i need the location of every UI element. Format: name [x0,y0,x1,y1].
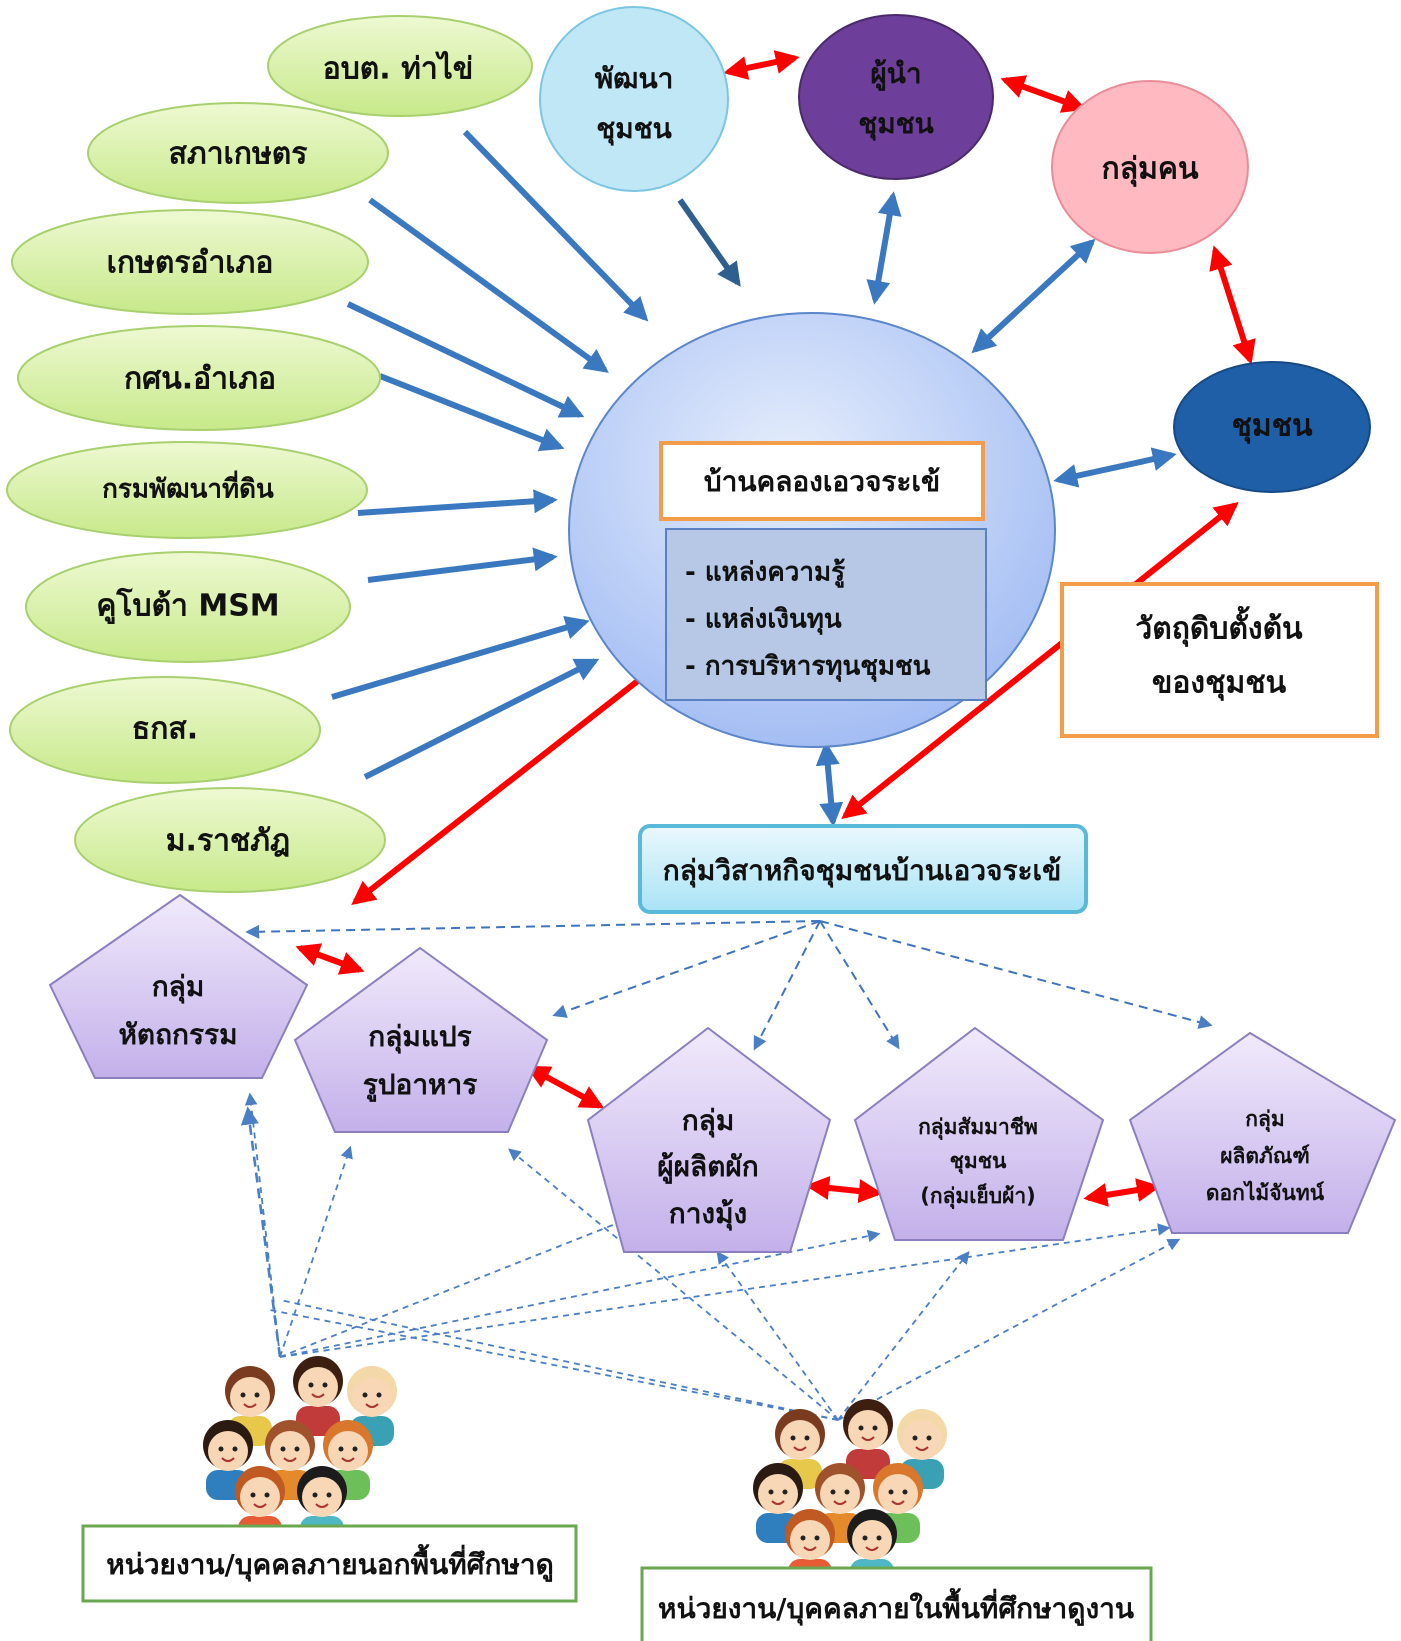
group4-label-2: ชุมชน [950,1149,1007,1175]
group2-label-2: รูปอาหาร [363,1068,478,1102]
arrow-peoplegroup-community [1209,245,1256,365]
arrow-center-handicraft [351,659,666,905]
arrow-agency-3 [346,301,585,418]
people-illustration-inside [753,1399,947,1589]
group-pentagon-5 [1128,1031,1397,1234]
development-node [539,6,729,192]
development-label-1: พัฒนา [595,62,674,95]
arrow-community-enterprise [841,502,1239,819]
group3-label-3: กางมุ้ง [669,1197,747,1231]
arrow-center-enterprise [815,741,844,827]
agency-label-1: อบต. ท่าไข่ [323,51,474,87]
group3-label-2: ผู้ผลิตผัก [657,1150,759,1184]
center-title-box [659,441,985,521]
leader-label-2: ชุมชน [858,107,934,141]
group2-label-1: กลุ่มแปร [368,1020,471,1054]
outside-visitor-box [81,1524,578,1603]
arrow-peoplegroup-center [971,238,1096,354]
center-item-2: - แหล่งเงินทุน [685,605,842,636]
raw-material-box [1060,582,1379,738]
arrow-development-leader [723,50,800,80]
arrow-agency-5 [357,489,558,516]
agency-ellipse-1 [267,15,533,117]
group1-label-2: หัตถกรรม [118,1018,237,1051]
people-group-node [1051,80,1249,254]
group5-label-2: ผลิตภัณฑ์ [1220,1144,1310,1168]
enterprise-box [638,824,1088,914]
agency-ellipses [6,15,533,893]
community-label: ชุมชน [1231,409,1312,445]
arrow-community-center [1053,447,1177,488]
arrow-agency-4 [378,373,565,452]
inside-person-3 [897,1409,947,1489]
agency-label-6: คูโบต้า MSM [96,587,279,625]
arrow-group1-group2 [295,943,365,975]
arrow-agency-2 [368,197,609,373]
group-pentagon-3 [586,1026,832,1253]
arrow-group3-group4 [805,1176,883,1203]
arrow-group2-group3 [525,1065,605,1109]
enterprise-label: กลุ่มวิสาหกิจชุมชนบ้านเอวจระเข้ [663,854,1061,888]
agency-labels: อบต. ท่าไข่ สภาเกษตร เกษตรอำเภอ กศน.อำเภ… [96,51,473,859]
outside-visitor-label: หน่วยงาน/บุคคลภายนอกพื้นที่ศึกษาดู [106,1543,554,1582]
leader-node [798,14,994,180]
arrow-agency-1 [462,129,649,322]
agency-label-2: สภาเกษตร [169,137,308,172]
raw-material-line-2: ของชุมชน [1152,666,1287,702]
group4-label-3: (กลุ่มเย็บผ้า) [920,1182,1036,1210]
outside-visitor-arrows [240,1092,1171,1358]
group-pentagons [48,893,1397,1253]
group-pentagon-2 [293,946,549,1133]
center-list-box [665,528,987,701]
group5-label-3: ดอกไม้จันทน์ [1206,1180,1325,1205]
group3-label-1: กลุ่ม [682,1104,735,1138]
community-node [1173,361,1371,493]
agency-label-4: กศน.อำเภอ [124,362,276,397]
center-item-3: - การบริหารทุนชุมชน [685,652,931,683]
outside-person-3 [347,1366,397,1446]
enterprise-dashed-arrows [245,920,1213,1051]
people-illustration-outside [203,1356,397,1546]
arrow-leader-center [866,191,902,305]
agency-label-7: ธกส. [132,712,198,747]
group-pentagon-4 [853,1026,1105,1241]
inside-visitor-label: หน่วยงาน/บุคคลภายในพื้นที่ศึกษาดูงาน [658,1587,1134,1626]
arrow-development-to-center [677,198,741,287]
agency-label-5: กรมพัฒนาที่ดิน [102,470,274,505]
group-pentagon-1 [48,893,309,1079]
center-title: บ้านคลองเอวจระเข้ [704,465,940,498]
leader-label-1: ผู้นำ [870,57,921,91]
group5-label-1: กลุ่ม [1245,1107,1284,1133]
center-item-1: - แหล่งความรู้ [685,558,845,589]
arrow-leader-peoplegroup [1000,75,1087,113]
arrow-agency-6 [367,547,558,583]
people-group-label: กลุ่มคน [1102,152,1199,188]
inside-visitor-arrows [269,1148,1181,1421]
group1-label-1: กลุ่ม [152,970,205,1004]
agency-label-3: เกษตรอำเภอ [107,246,274,281]
agency-label-8: ม.ราชภัฎ [166,824,290,859]
raw-material-line-1: วัตถุดิบตั้งต้น [1135,606,1303,648]
inside-visitor-box [640,1566,1153,1641]
arrow-group4-group5 [1083,1178,1161,1207]
development-label-2: ชุมชน [596,112,672,146]
group4-label-1: กลุ่มสัมมาชีพ [918,1115,1038,1141]
